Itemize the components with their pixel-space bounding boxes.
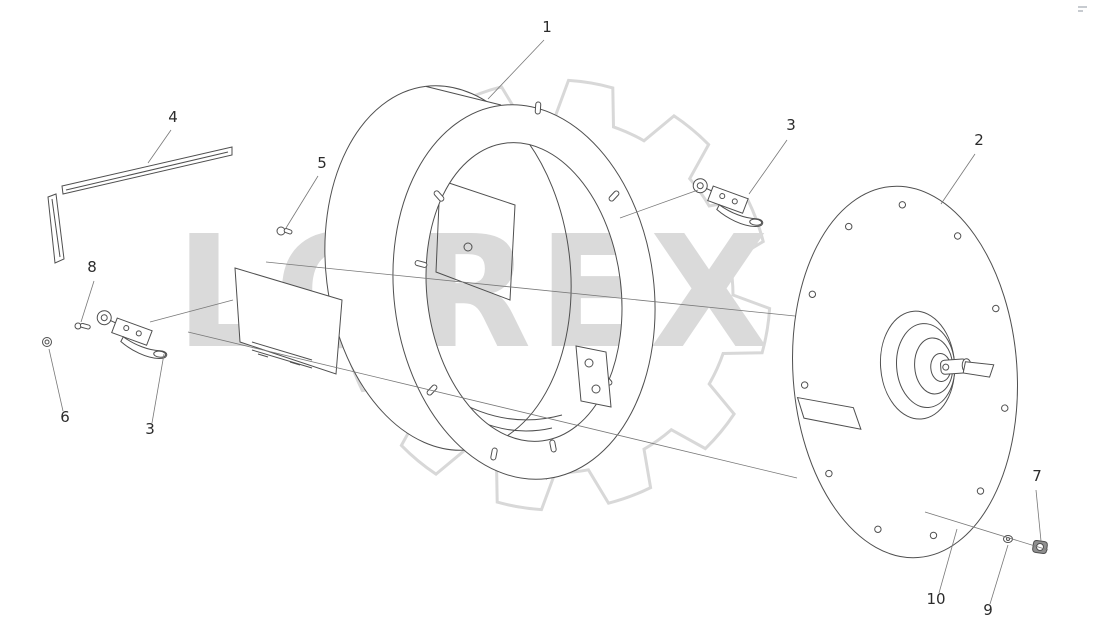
callout-3-top-label: 3 <box>786 116 796 134</box>
hub-key-tab <box>962 361 995 378</box>
callout-6-label: 6 <box>60 408 70 426</box>
bolt-5 <box>276 226 293 236</box>
callout-9-label: 9 <box>983 601 993 619</box>
pin-8 <box>74 322 91 330</box>
back-plate-disc <box>792 185 1018 559</box>
housing-front-rim <box>392 104 656 480</box>
housing-bracket <box>575 345 612 408</box>
disc-notch-plate <box>796 396 862 430</box>
callout-3-left-label: 3 <box>145 420 155 438</box>
corner-glyph-icon <box>1078 6 1087 12</box>
leader-lines <box>48 39 1042 605</box>
callouts: 1 4 5 3 2 8 6 3 7 10 9 <box>60 18 1042 619</box>
callout-4-label: 4 <box>168 108 178 126</box>
alignment-lines <box>149 189 1049 551</box>
hub-pulley <box>879 310 995 420</box>
disc-bolt-holes <box>800 201 1009 540</box>
callout-10-label: 10 <box>926 590 945 608</box>
housing-opening-rim <box>425 142 623 442</box>
callout-7-label: 7 <box>1032 467 1042 485</box>
callout-1-label: 1 <box>542 18 552 36</box>
flange-studs <box>414 101 620 461</box>
seal-strip <box>47 146 233 264</box>
housing-back-hole <box>463 242 473 252</box>
callout-8-label: 8 <box>87 258 97 276</box>
fan-housing <box>234 85 656 480</box>
housing-mount-plate <box>234 267 343 375</box>
nut-7 <box>1032 539 1048 555</box>
bolt-6 <box>42 337 52 347</box>
housing-back-panel <box>435 179 516 301</box>
callout-2-label: 2 <box>974 131 984 149</box>
callout-5-label: 5 <box>317 154 327 172</box>
